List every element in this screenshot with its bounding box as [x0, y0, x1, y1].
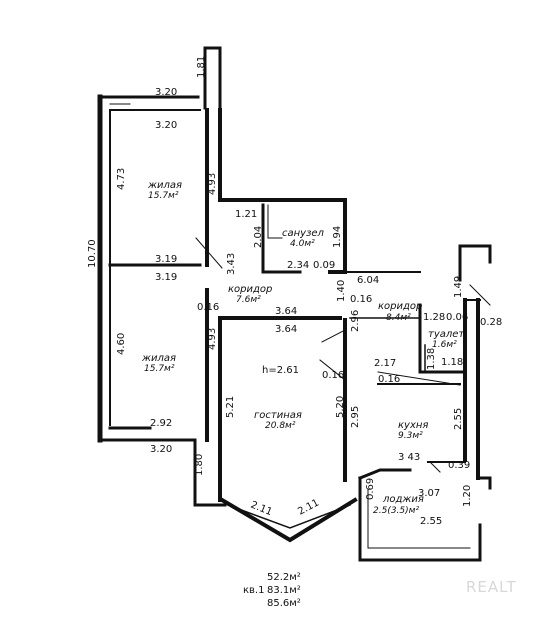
dim-1-40: 1.40 — [336, 280, 347, 302]
dim-1-18: 1.18 — [441, 357, 463, 368]
dim-4-93-lower: 4.93 — [207, 328, 218, 350]
dim-1-81: 1.81 — [196, 56, 207, 78]
room-name-kitchen: кухня — [398, 420, 428, 431]
dim-2-96: 2.96 — [350, 310, 361, 332]
room-name-loggia: лоджия — [382, 494, 424, 505]
dim-0-16-b: 0.16 — [350, 294, 372, 305]
dim-0-16-c: 0.16 — [322, 370, 344, 381]
dim-1-28: 1.28 — [423, 312, 445, 323]
dim-0-09: 0.09 — [313, 260, 335, 271]
room-area-toilet: 1.6м² — [432, 340, 457, 350]
dim-3-43-loggia: 3 43 — [398, 452, 420, 463]
summary-living-area: 52.2м² — [267, 572, 301, 583]
dim-2-55-vert: 2.55 — [453, 408, 464, 430]
dim-4-73: 4.73 — [116, 168, 127, 190]
dim-0-06: 0.06 — [446, 312, 468, 323]
dim-1-94: 1.94 — [332, 226, 343, 248]
dim-1-20: 1.20 — [462, 485, 473, 507]
dim-3-20-top-inner: 3.20 — [155, 120, 177, 131]
room-area-corridor2: 8.4м² — [386, 313, 411, 323]
dim-2-11-a: 2.11 — [249, 500, 274, 519]
dim-2-95: 2.95 — [350, 406, 361, 428]
dim-3-19-a: 3.19 — [155, 254, 177, 265]
dim-2-17: 2.17 — [374, 358, 396, 369]
dim-2-55-bottom: 2.55 — [420, 516, 442, 527]
dim-3-07: 3.07 — [418, 488, 440, 499]
room-name-toilet: туалет — [428, 329, 465, 340]
dim-3-20-top-outer: 3.20 — [155, 87, 177, 98]
room-name-corridor1: коридор — [228, 284, 272, 295]
dim-0-39: 0.39 — [448, 460, 470, 471]
room-area-kitchen: 9.3м² — [398, 431, 423, 441]
dimension-labels: 1.81 3.20 3.20 4.73 4.93 10.70 1.21 2.04… — [87, 56, 502, 527]
dim-2-04: 2.04 — [253, 226, 264, 248]
room-area-bathroom: 4.0м² — [290, 239, 315, 249]
dim-5-20: 5.20 — [335, 396, 346, 418]
dim-3-19-b: 3.19 — [155, 272, 177, 283]
dim-0-16-a: 0.16 — [197, 302, 219, 313]
room-name-bathroom: санузел — [282, 228, 325, 239]
dim-10-70: 10.70 — [87, 239, 98, 268]
dim-4-60: 4.60 — [116, 333, 127, 355]
dim-2-11-b: 2.11 — [296, 497, 321, 517]
room-labels: жилая 15.7м² санузел 4.0м² коридор 7.6м²… — [141, 180, 465, 516]
room-area-living2: 15.7м² — [144, 364, 175, 374]
dim-6-04: 6.04 — [357, 275, 379, 286]
walls — [97, 46, 492, 562]
dim-3-64-b: 3.64 — [275, 324, 297, 335]
dim-3-20-bottom: 3.20 — [150, 444, 172, 455]
dim-4-93-upper: 4.93 — [207, 173, 218, 195]
watermark: REALT — [466, 578, 517, 596]
room-name-living2: жилая — [141, 353, 176, 364]
dim-0-69: 0.69 — [365, 478, 376, 500]
dim-0-28: 0.28 — [480, 317, 502, 328]
dim-3-64-a: 3.64 — [275, 306, 297, 317]
dim-1-21: 1.21 — [235, 209, 257, 220]
dim-2-34: 2.34 — [287, 260, 309, 271]
room-name-lounge: гостиная — [254, 410, 302, 421]
dim-1-38: 1.38 — [426, 348, 437, 370]
dim-0-16-d: 0.16 — [378, 374, 400, 385]
room-area-living1: 15.7м² — [148, 191, 179, 201]
ceiling-height: h=2.61 — [262, 365, 299, 376]
room-name-living1: жилая — [147, 180, 182, 191]
room-area-corridor1: 7.6м² — [236, 295, 261, 305]
room-area-loggia: 2.5(3.5)м² — [373, 506, 419, 516]
dim-5-21: 5.21 — [225, 396, 236, 418]
room-area-lounge: 20.8м² — [265, 421, 296, 431]
summary-label: кв.1 — [243, 585, 264, 596]
summary-full-area: 85.6м² — [267, 598, 301, 609]
dim-1-49: 1.49 — [453, 276, 464, 298]
dim-2-92: 2.92 — [150, 418, 172, 429]
dim-3-43: 3.43 — [226, 253, 237, 275]
dim-1-80: 1.80 — [194, 454, 205, 476]
summary-total-area: 83.1м² — [267, 585, 301, 596]
area-summary: 52.2м² кв.1 83.1м² 85.6м² — [243, 572, 301, 609]
room-name-corridor2: коридор — [378, 301, 422, 312]
